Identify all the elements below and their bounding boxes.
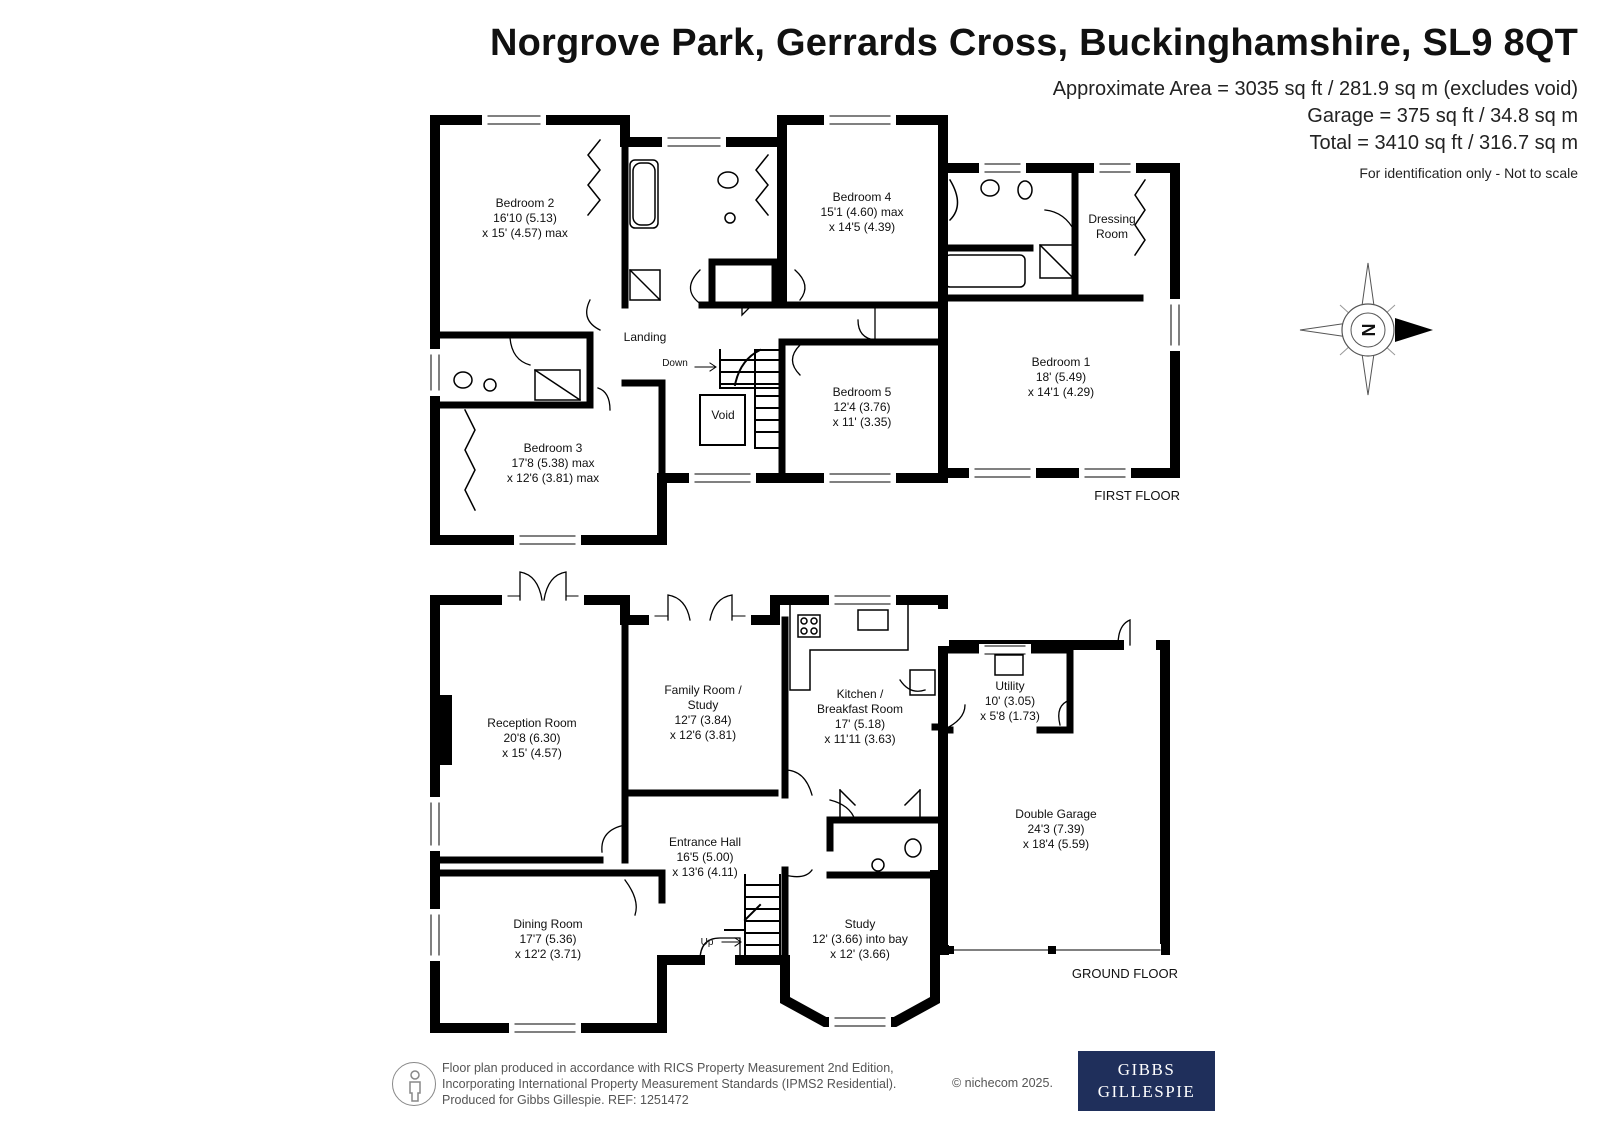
- kitchen-name-2: Breakfast Room: [817, 702, 903, 716]
- bedroom-3-dim1: 17'8 (5.38) max: [512, 456, 595, 470]
- utility-dim1: 10' (3.05): [985, 694, 1035, 708]
- compass-north-label: N: [1358, 324, 1378, 337]
- family-room-dim2: x 12'6 (3.81): [670, 728, 736, 742]
- bedroom-5-dim2: x 11' (3.35): [833, 415, 892, 429]
- reception-room-dim2: x 15' (4.57): [502, 746, 562, 760]
- double-garage-dim2: x 18'4 (5.59): [1023, 837, 1089, 851]
- approximate-area: Approximate Area = 3035 sq ft / 281.9 sq…: [1052, 78, 1578, 100]
- garage-area: Garage = 375 sq ft / 34.8 sq m: [1307, 105, 1578, 127]
- study-dim2: x 12' (3.66): [830, 947, 890, 961]
- void-label: Void: [711, 408, 734, 422]
- ground-floor-labels: Reception Room 20'8 (6.30) x 15' (4.57) …: [487, 679, 1178, 981]
- landing-name: Landing: [624, 330, 667, 344]
- stairs-up-label: Up: [701, 937, 714, 948]
- dressing-room-name-2: Room: [1096, 227, 1128, 241]
- footer-line-2: Incorporating International Property Mea…: [442, 1077, 897, 1091]
- bedroom-4-name: Bedroom 4: [833, 190, 892, 204]
- bedroom-2-name: Bedroom 2: [496, 196, 555, 210]
- footer-line-3: Produced for Gibbs Gillespie. REF: 12514…: [442, 1093, 689, 1107]
- copyright: © nichecom 2025.: [952, 1076, 1053, 1090]
- dining-room-dim2: x 12'2 (3.71): [515, 947, 581, 961]
- bedroom-3-dim2: x 12'6 (3.81) max: [507, 471, 599, 485]
- dining-room-dim1: 17'7 (5.36): [520, 932, 577, 946]
- kitchen-dim2: x 11'11 (3.63): [824, 732, 895, 746]
- family-room-name-2: Study: [688, 698, 719, 712]
- total-area: Total = 3410 sq ft / 316.7 sq m: [1309, 132, 1579, 154]
- utility-dim2: x 5'8 (1.73): [980, 709, 1040, 723]
- reception-room-dim1: 20'8 (6.30): [504, 731, 561, 745]
- family-room-name-1: Family Room /: [664, 683, 742, 697]
- first-floor-labels: Bedroom 2 16'10 (5.13) x 15' (4.57) max …: [482, 190, 1180, 503]
- entrance-hall-name: Entrance Hall: [669, 835, 741, 849]
- property-title: Norgrove Park, Gerrards Cross, Buckingha…: [489, 22, 1578, 64]
- logo-line-2: GILLESPIE: [1097, 1082, 1196, 1101]
- dressing-room-name-1: Dressing: [1088, 212, 1135, 226]
- entrance-hall-dim2: x 13'6 (4.11): [672, 865, 737, 879]
- double-garage-name: Double Garage: [1015, 807, 1097, 821]
- utility-name: Utility: [995, 679, 1024, 693]
- compass-icon: N: [1299, 262, 1433, 396]
- bedroom-2-dim1: 16'10 (5.13): [493, 211, 557, 225]
- first-floor-label: FIRST FLOOR: [1094, 488, 1180, 503]
- gibbs-gillespie-logo: GIBBS GILLESPIE: [1078, 1051, 1215, 1111]
- bedroom-2-dim2: x 15' (4.57) max: [482, 226, 568, 240]
- person-icon: [392, 1062, 436, 1106]
- logo-line-1: GIBBS: [1117, 1060, 1176, 1079]
- footer-line-1: Floor plan produced in accordance with R…: [442, 1061, 894, 1075]
- double-garage-dim1: 24'3 (7.39): [1028, 822, 1085, 836]
- stairs-down-label: Down: [662, 358, 688, 369]
- bedroom-1-dim1: 18' (5.49): [1036, 370, 1086, 384]
- identification-note: For identification only - Not to scale: [1359, 165, 1578, 181]
- kitchen-name-1: Kitchen /: [837, 687, 884, 701]
- bedroom-1-name: Bedroom 1: [1032, 355, 1091, 369]
- ground-floor-plan: [429, 571, 1170, 1034]
- reception-room-name: Reception Room: [487, 716, 576, 730]
- bedroom-4-dim1: 15'1 (4.60) max: [821, 205, 904, 219]
- dining-room-name: Dining Room: [513, 917, 582, 931]
- bedroom-5-name: Bedroom 5: [833, 385, 892, 399]
- footer-text: Floor plan produced in accordance with R…: [442, 1060, 896, 1108]
- kitchen-dim1: 17' (5.18): [835, 717, 885, 731]
- study-name: Study: [845, 917, 876, 931]
- study-dim1: 12' (3.66) into bay: [812, 932, 908, 946]
- bedroom-1-dim2: x 14'1 (4.29): [1028, 385, 1094, 399]
- entrance-hall-dim1: 16'5 (5.00): [677, 850, 734, 864]
- ground-floor-label: GROUND FLOOR: [1072, 966, 1178, 981]
- bedroom-5-dim1: 12'4 (3.76): [834, 400, 891, 414]
- bedroom-3-name: Bedroom 3: [524, 441, 583, 455]
- bedroom-4-dim2: x 14'5 (4.39): [829, 220, 895, 234]
- first-floor-plan: [429, 114, 1181, 546]
- family-room-dim1: 12'7 (3.84): [675, 713, 732, 727]
